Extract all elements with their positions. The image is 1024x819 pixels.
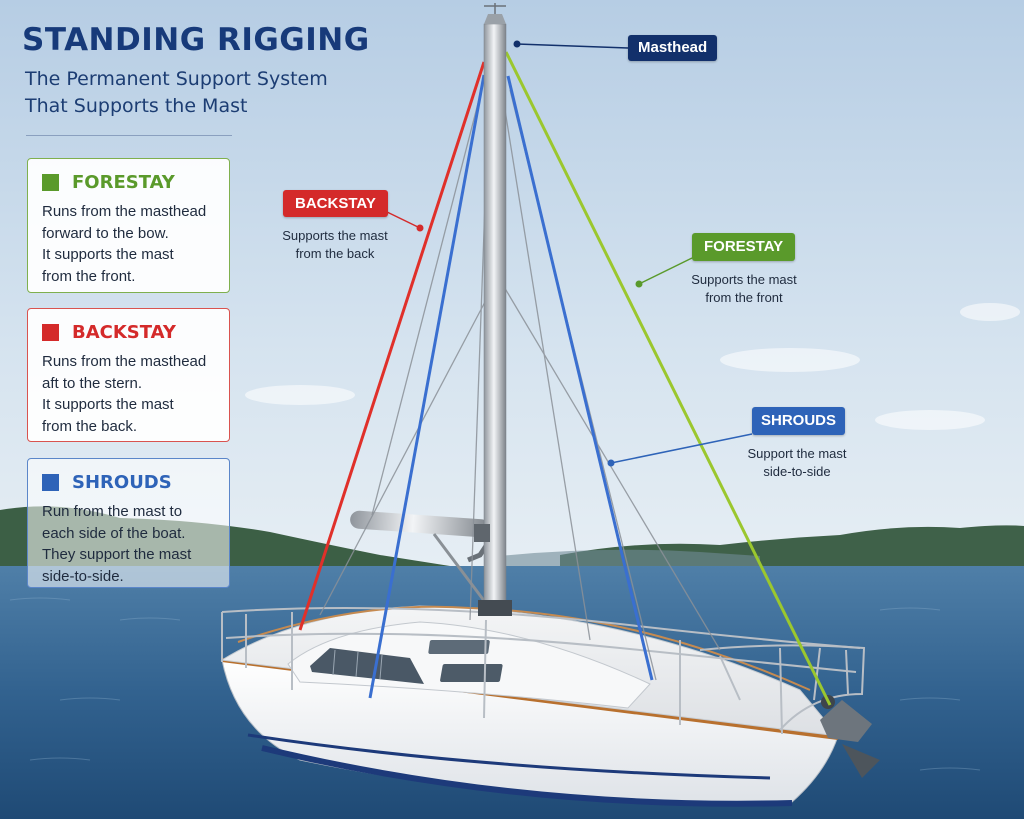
shrouds-line-4: side-to-side. [42,567,124,585]
leader-lines [384,43,753,464]
forestay-wire [504,51,832,706]
shrouds-caption: Support the mast side-to-side [722,445,872,481]
gooseneck [474,524,490,542]
backstay-card-body: Runs from the masthead aft to the stern.… [42,351,217,437]
shroud-wire-right [506,75,654,681]
forestay-line-2: forward to the bow. [42,224,169,242]
shrouds-leader [610,433,753,464]
distant-ridge [500,549,760,566]
waterline [261,745,793,807]
wind-vane [484,3,506,14]
forestay-caption: Supports the mast from the front [669,271,819,307]
mast [483,23,507,613]
shrouds-card-body: Run from the mast to each side of the bo… [42,501,217,587]
backstay-leader [384,210,421,229]
hatch-2 [440,664,503,682]
forestay-card-header: FORESTAY [42,169,217,195]
forestay-dot [635,280,643,288]
forestay-line-4: from the front. [42,267,136,285]
cabin-window [310,648,424,684]
shroud-wire-left [368,74,486,699]
forestay-caption-line-1: Supports the mast [691,272,797,287]
backstay-square-icon [42,323,59,341]
boot-stripe [247,733,771,780]
forestay-card-title: FORESTAY [72,171,175,193]
backstay-label: BACKSTAY [283,190,388,217]
clouds [245,303,1020,430]
backstay-wire [298,61,486,631]
subtitle-line-2: That Supports the Mast [25,95,248,117]
shrouds-line-2: each side of the boat. [42,524,186,542]
forestay-square-icon [42,173,59,191]
backstay-dot [416,224,424,232]
shrouds-caption-line-2: side-to-side [763,464,831,479]
forestay-card: FORESTAY Runs from the masthead forward … [27,158,230,293]
mast-base [478,600,512,616]
leader-dots [416,40,643,467]
hatch-1 [428,640,490,654]
shrouds-square-icon [42,473,59,491]
forestay-line-3: It supports the mast [42,246,174,263]
shrouds-card-header: SHROUDS [42,469,217,495]
page-title: STANDING RIGGING [22,22,370,58]
subtitle-line-1: The Permanent Support System [25,68,328,90]
backstay-caption-line-2: from the back [295,246,375,261]
masthead-dot [513,40,521,48]
forestay-card-body: Runs from the masthead forward to the bo… [42,201,217,287]
shrouds-caption-line-1: Support the mast [747,446,847,461]
backstay-caption-line-1: Supports the mast [282,228,388,243]
backstay-line-2: aft to the stern. [42,374,143,392]
forestay-label: FORESTAY [692,233,796,261]
lifelines [221,607,866,735]
shrouds-label: SHROUDS [752,407,846,435]
page-subtitle: The Permanent Support System That Suppor… [25,66,328,120]
masthead-leader [516,43,629,49]
backstay-caption: Supports the mast from the back [260,227,410,263]
masthead-fitting [484,14,506,24]
forestay-line-1: Runs from the masthead [42,203,207,220]
shrouds-line-3: They support the mast [42,546,192,563]
backstay-line-3: It supports the mast [42,396,174,413]
shrouds-dot [607,459,615,467]
waves [9,597,981,771]
backstay-card-header: BACKSTAY [42,319,217,345]
forestay-caption-line-2: from the front [705,290,783,305]
shrouds-line-1: Run from the mast to [42,503,183,520]
header-divider [26,135,232,136]
forestay-leader [638,257,693,285]
window-panes [332,649,383,680]
backstay-line-4: from the back. [42,417,138,435]
shrouds-card-title: SHROUDS [72,471,172,493]
backstay-card-title: BACKSTAY [72,321,176,343]
backstay-card: BACKSTAY Runs from the masthead aft to t… [27,308,230,442]
backstay-line-1: Runs from the masthead [42,353,207,370]
masthead-label: Masthead [628,35,718,61]
shrouds-card: SHROUDS Run from the mast to each side o… [27,458,230,588]
